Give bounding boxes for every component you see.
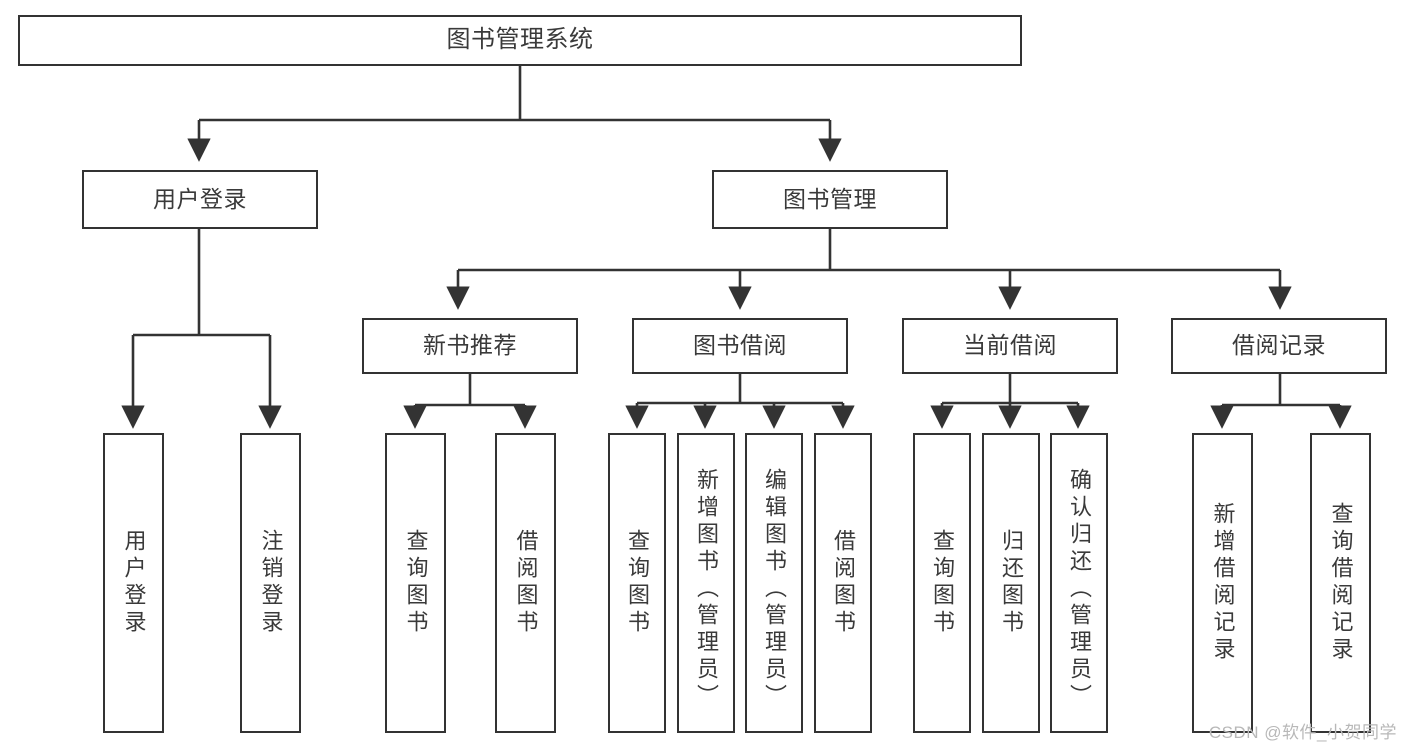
node-label: 查询图书 — [403, 529, 429, 637]
leaf-query-book-recommend[interactable]: 查询图书 — [385, 433, 446, 733]
leaf-query-book-borrow[interactable]: 查询图书 — [608, 433, 666, 733]
leaf-add-borrow-record[interactable]: 新增借阅记录 — [1192, 433, 1253, 733]
node-label: 新书推荐 — [423, 332, 517, 359]
node-book-management[interactable]: 图书管理 — [712, 170, 948, 229]
node-label: 借阅图书 — [513, 529, 539, 637]
node-label: 查询借阅记录 — [1328, 502, 1354, 664]
node-label: 查询图书 — [625, 529, 650, 637]
leaf-borrow-book[interactable]: 借阅图书 — [814, 433, 872, 733]
node-label: 注销登录 — [258, 529, 284, 637]
leaf-query-book-current[interactable]: 查询图书 — [913, 433, 971, 733]
leaf-add-book-admin[interactable]: 新增图书（管理员） — [677, 433, 735, 733]
watermark-text: CSDN @软件_小贺同学 — [1208, 723, 1397, 742]
node-borrow-record[interactable]: 借阅记录 — [1171, 318, 1387, 374]
node-label: 确认归还（管理员） — [1067, 467, 1092, 711]
node-label: 用户登录 — [121, 529, 147, 637]
leaf-borrow-book-recommend[interactable]: 借阅图书 — [495, 433, 556, 733]
node-label: 编辑图书（管理员） — [762, 467, 787, 711]
node-label: 图书管理 — [783, 185, 877, 212]
node-label: 当前借阅 — [963, 332, 1057, 359]
node-label: 借阅图书 — [831, 529, 856, 637]
node-label: 新增借阅记录 — [1210, 502, 1236, 664]
node-label: 借阅记录 — [1232, 332, 1326, 359]
node-label: 用户登录 — [153, 185, 247, 212]
leaf-logout[interactable]: 注销登录 — [240, 433, 301, 733]
leaf-query-borrow-record[interactable]: 查询借阅记录 — [1310, 433, 1371, 733]
node-book-borrow[interactable]: 图书借阅 — [632, 318, 848, 374]
node-label: 归还图书 — [999, 529, 1024, 637]
node-root-book-management-system[interactable]: 图书管理系统 — [18, 15, 1022, 66]
node-label: 图书管理系统 — [446, 26, 594, 54]
node-current-borrow[interactable]: 当前借阅 — [902, 318, 1118, 374]
leaf-confirm-return-admin[interactable]: 确认归还（管理员） — [1050, 433, 1108, 733]
node-label: 图书借阅 — [693, 332, 787, 359]
node-new-book-recommend[interactable]: 新书推荐 — [362, 318, 578, 374]
node-user-login[interactable]: 用户登录 — [82, 170, 318, 229]
node-label: 新增图书（管理员） — [694, 467, 719, 711]
leaf-return-book[interactable]: 归还图书 — [982, 433, 1040, 733]
leaf-edit-book-admin[interactable]: 编辑图书（管理员） — [745, 433, 803, 733]
leaf-user-login[interactable]: 用户登录 — [103, 433, 164, 733]
node-label: 查询图书 — [930, 529, 955, 637]
